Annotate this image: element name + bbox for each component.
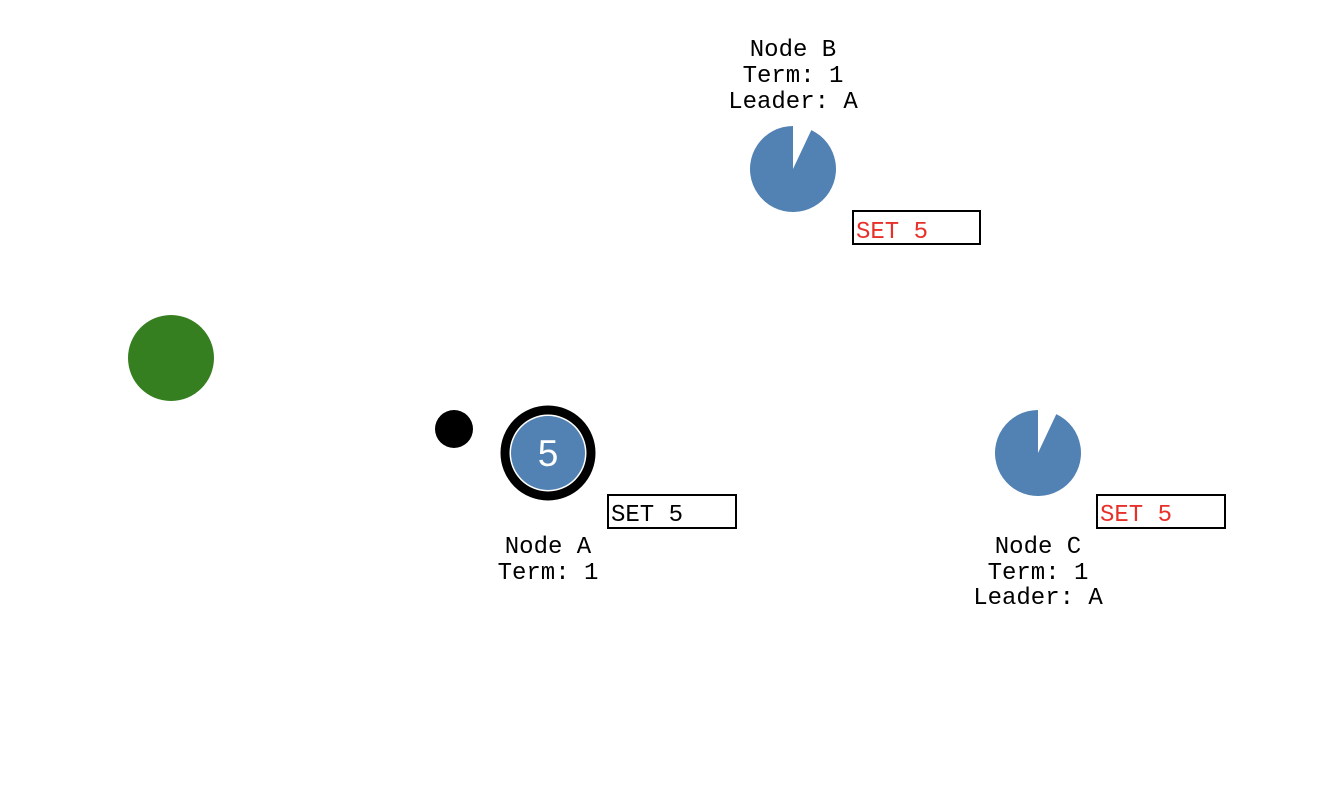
node-c-timeout-body[interactable] <box>995 410 1081 496</box>
message-dot <box>435 410 473 448</box>
node-a-value: 5 <box>538 433 559 474</box>
node-c-term-label: Term: 1 <box>988 560 1089 587</box>
node-a-log-box <box>607 494 737 529</box>
node-a-body[interactable] <box>511 416 585 490</box>
node-a-name-label: Node A <box>505 534 592 561</box>
node-c-log-box <box>1096 494 1226 529</box>
node-b-leader-label: Leader: A <box>728 89 858 116</box>
node-b-log: SET 5 <box>852 210 981 246</box>
node-b-name-label: Node B <box>750 37 836 64</box>
client-node[interactable] <box>128 315 214 401</box>
node-a-log: SET 5 <box>607 494 737 529</box>
node-a-log-entry: SET 5 <box>611 502 683 529</box>
node-c-labels: Node C Term: 1 Leader: A <box>973 534 1103 612</box>
node-b-timeout-body[interactable] <box>750 126 837 212</box>
node-c-log: SET 5 <box>1096 494 1226 529</box>
node-a-term-label: Term: 1 <box>498 560 599 587</box>
node-c-log-entry: SET 5 <box>1100 502 1172 529</box>
node-a-leader-ring <box>500 405 596 501</box>
node-b-term-label: Term: 1 <box>743 63 844 90</box>
node-c-name-label: Node C <box>995 534 1081 561</box>
node-b-log-entry: SET 5 <box>856 219 928 246</box>
node-a-labels: Node A Term: 1 <box>498 534 599 587</box>
node-c-leader-label: Leader: A <box>973 585 1103 612</box>
node-b-labels: Node B Term: 1 Leader: A <box>728 37 858 116</box>
node-c[interactable] <box>995 410 1081 496</box>
node-b[interactable] <box>750 126 837 212</box>
node-a[interactable]: 5 <box>500 405 596 501</box>
node-b-log-box <box>852 210 981 245</box>
